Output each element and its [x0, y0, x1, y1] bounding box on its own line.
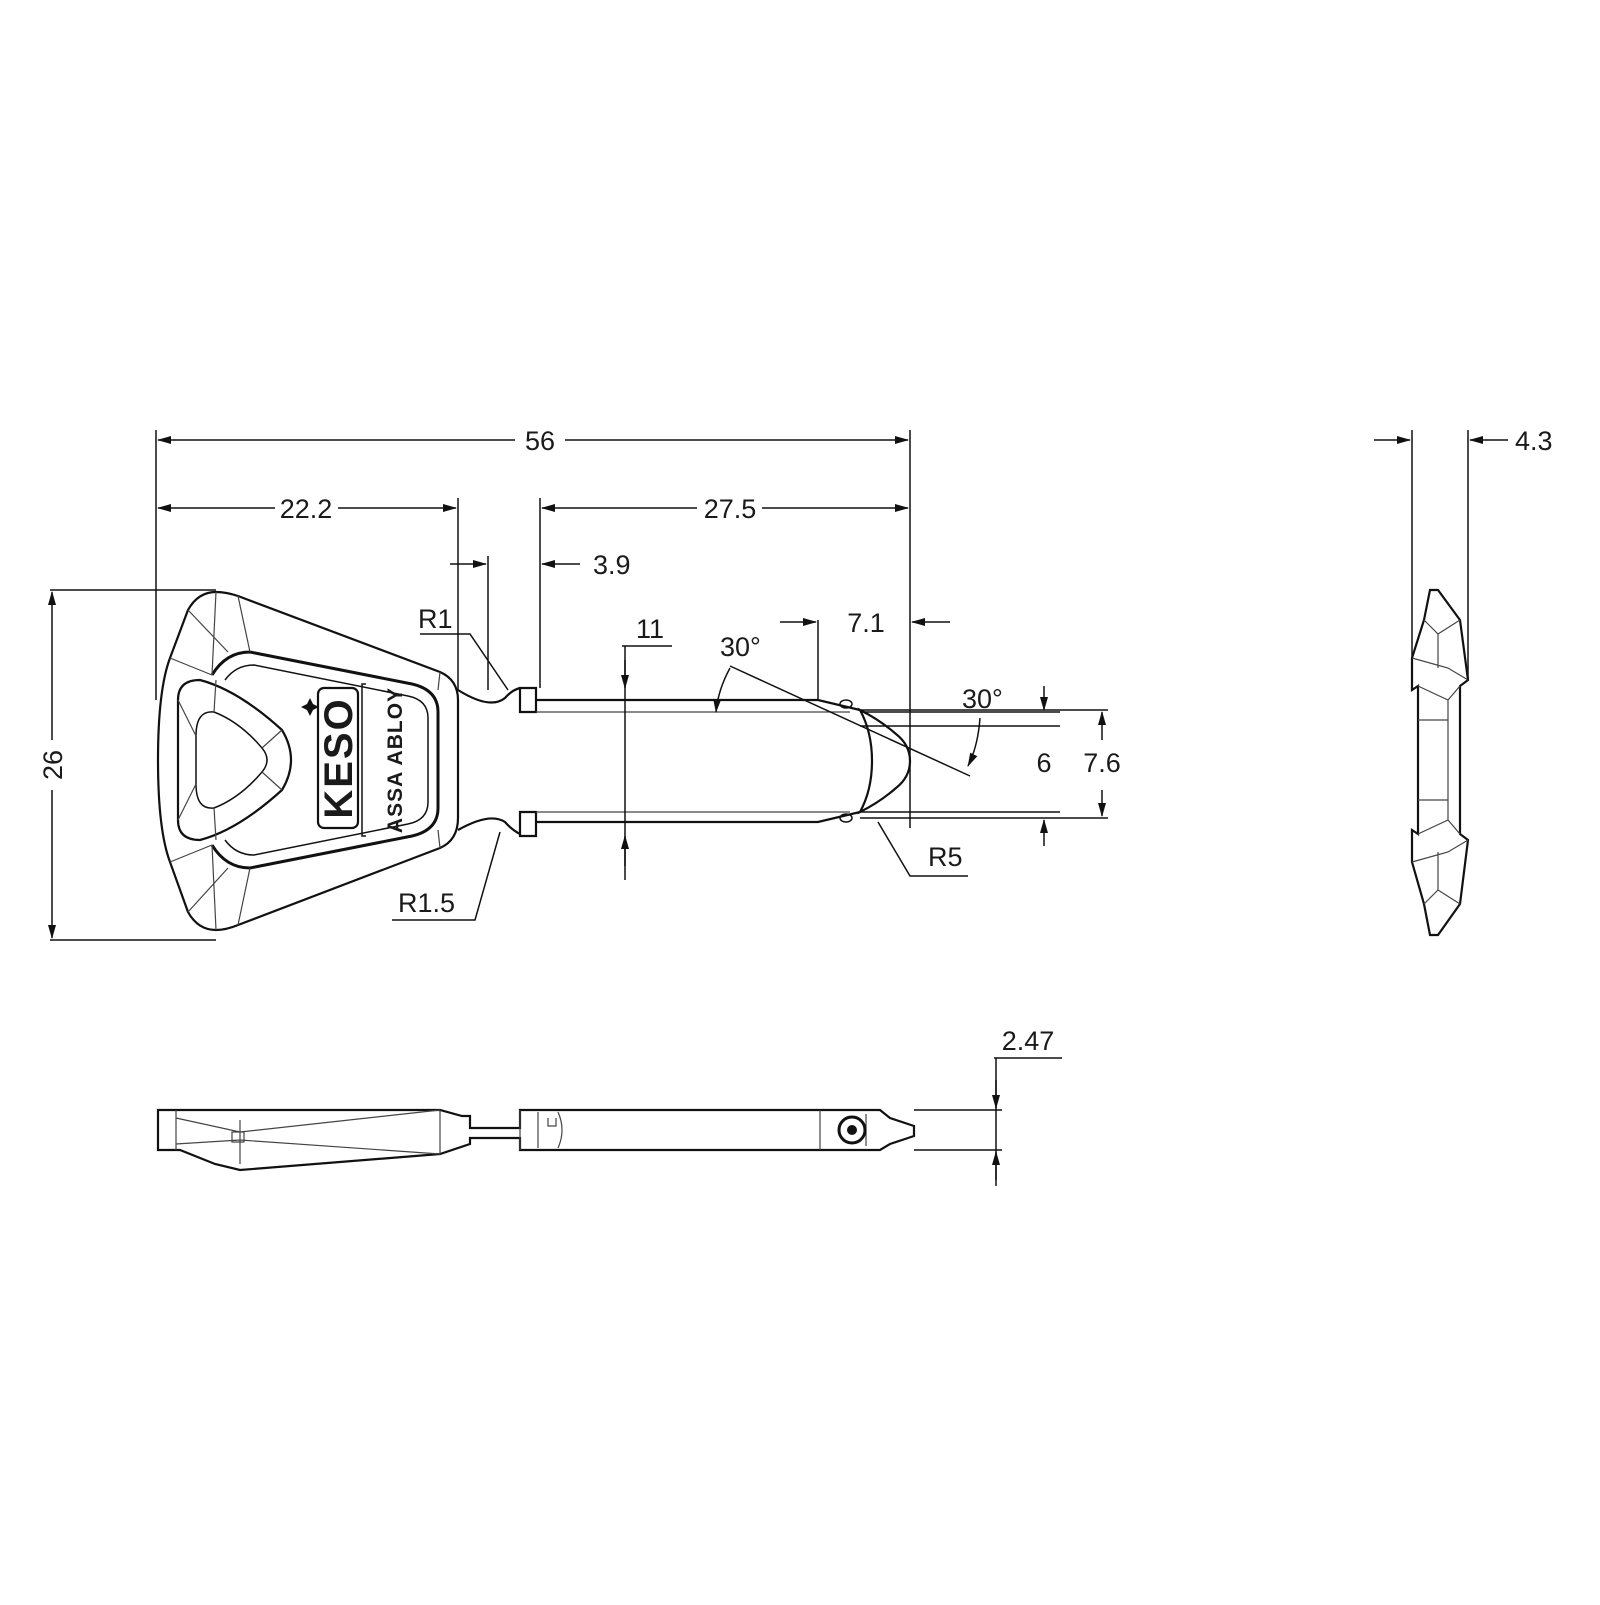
side-view: 4.3 — [1374, 426, 1553, 937]
dim-56: 56 — [525, 426, 555, 456]
logo-bracket — [361, 683, 366, 837]
top-facet-lines — [175, 1109, 867, 1164]
dim-r1: R1 — [418, 604, 453, 634]
key-shoulder — [518, 686, 538, 838]
dim-4-3: 4.3 — [1515, 426, 1553, 456]
tip-notch-bottom — [839, 813, 853, 823]
dim-22-2: 22.2 — [280, 494, 333, 524]
front-view: KESO ASSA ABLOY — [156, 590, 912, 932]
grip-recess-outer — [176, 678, 292, 842]
dim-r5: R5 — [928, 842, 963, 872]
head-facet-lines — [169, 591, 441, 931]
front-dimensions: 56 22.2 27.5 3.9 R1 R1.5 11 7.1 30° — [38, 426, 1121, 941]
logo-brand: KESO — [317, 697, 361, 818]
grip-recess-inner — [195, 711, 268, 809]
top-pin-center — [847, 1125, 857, 1135]
key-neck-top — [457, 686, 521, 704]
blade-tip — [857, 707, 912, 815]
side-facet-lines — [1411, 619, 1469, 905]
dim-26: 26 — [38, 750, 68, 780]
key-head-band-inner — [224, 664, 429, 856]
recess-facet-lines — [177, 679, 283, 841]
logo-company: ASSA ABLOY — [384, 687, 407, 833]
dim-2-47: 2.47 — [1002, 1026, 1055, 1056]
blade-bottom-edge — [536, 810, 861, 824]
blade-inner-lines — [536, 711, 850, 813]
dim-7-6: 7.6 — [1083, 748, 1121, 778]
keso-logo-box — [316, 686, 360, 830]
dim-r1-5: R1.5 — [398, 888, 455, 918]
key-neck-bottom — [457, 817, 521, 835]
dim-angle-30-tip: 30° — [962, 684, 1003, 714]
dim-27-5: 27.5 — [704, 494, 757, 524]
tip-notch-top — [839, 699, 853, 709]
dim-7-1: 7.1 — [847, 608, 885, 638]
dim-angle-30-top: 30° — [720, 632, 761, 662]
key-head-outline — [156, 590, 460, 932]
top-view: 2.47 — [156, 1026, 1062, 1186]
side-outline — [1410, 588, 1470, 937]
top-outline — [156, 1108, 916, 1172]
logo-star-icon — [301, 698, 319, 716]
dim-11: 11 — [636, 614, 664, 644]
key-head-band — [210, 650, 440, 870]
blade-top-edge — [536, 698, 861, 712]
top-pin-hole — [837, 1115, 867, 1145]
dim-3-9: 3.9 — [593, 550, 631, 580]
dim-6: 6 — [1036, 748, 1051, 778]
